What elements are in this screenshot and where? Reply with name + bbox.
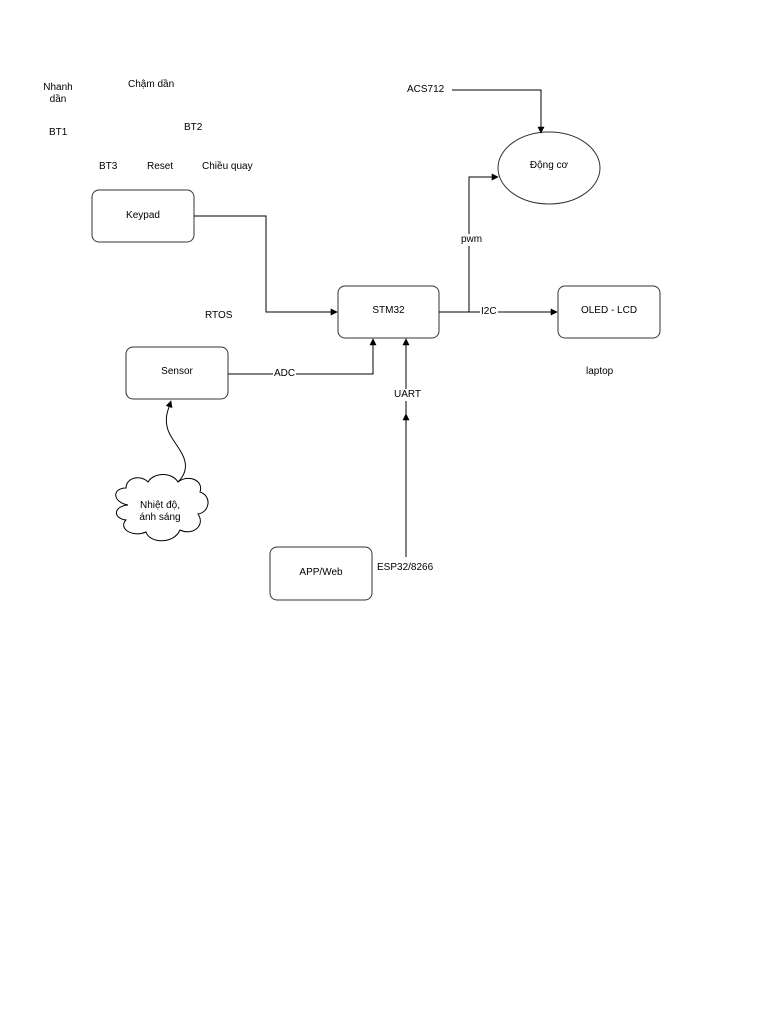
motor-label: Động cơ xyxy=(529,160,569,171)
cloud-shape xyxy=(115,474,209,542)
edge-keypad-stm32 xyxy=(194,215,338,316)
edge-stm32-motor xyxy=(468,173,499,312)
cloud-label: Nhiệt độ, ánh sáng xyxy=(139,500,181,523)
sensor-box xyxy=(125,346,229,400)
label-nhanh-dan: Nhanh dần xyxy=(43,82,73,105)
label-esp32: ESP32/8266 xyxy=(377,562,434,573)
edge-acs712-motor xyxy=(452,89,545,134)
stm32-label: STM32 xyxy=(372,305,405,316)
keypad-label: Keypad xyxy=(126,210,160,221)
label-bt2: BT2 xyxy=(184,122,203,133)
edge-sensor-stm32 xyxy=(228,338,377,375)
label-cham-dan: Chậm dần xyxy=(128,79,175,90)
label-chieu-quay: Chiều quay xyxy=(202,161,253,172)
edge-label-i2c: I2C xyxy=(480,306,498,318)
edge-label-uart: UART xyxy=(393,389,423,401)
label-laptop: laptop xyxy=(586,366,614,377)
sensor-label: Sensor xyxy=(161,366,193,377)
oled-box xyxy=(557,285,661,339)
label-bt1: BT1 xyxy=(49,127,68,138)
edge-cloud-sensor xyxy=(165,400,186,483)
app-label: APP/Web xyxy=(299,566,343,578)
label-rtos: RTOS xyxy=(205,310,233,321)
label-acs712: ACS712 xyxy=(407,84,445,95)
oled-label: OLED - LCD xyxy=(580,305,638,316)
edge-label-pwm: pwm xyxy=(460,234,484,246)
motor-ellipse xyxy=(497,131,601,205)
edge-label-adc: ADC xyxy=(273,368,297,380)
label-reset: Reset xyxy=(147,161,174,172)
label-bt3: BT3 xyxy=(99,161,118,172)
app-box xyxy=(269,546,373,601)
